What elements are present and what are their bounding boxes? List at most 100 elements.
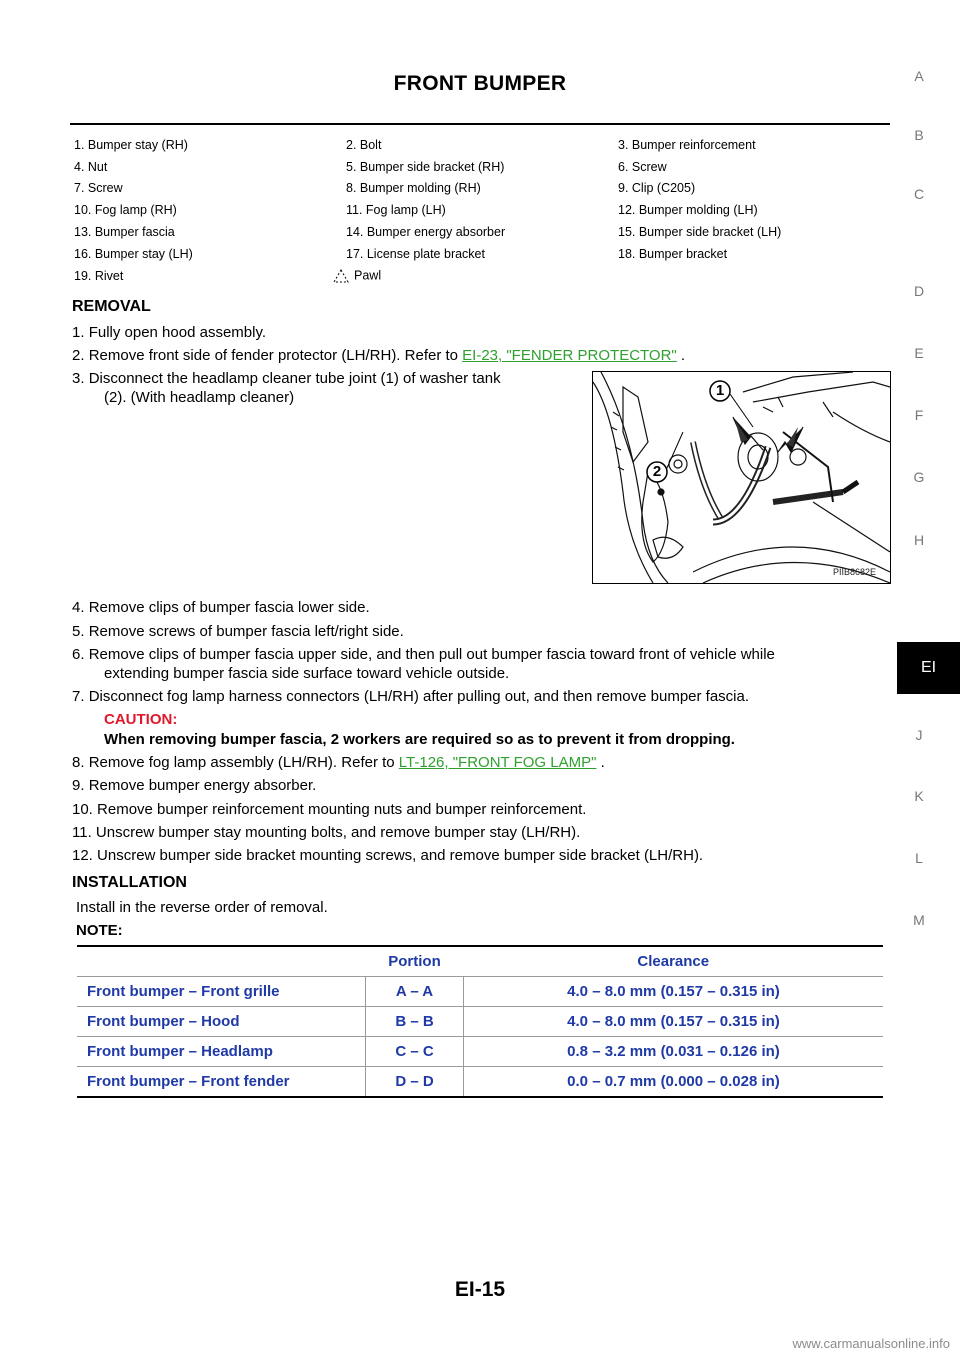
- column-header-portion: Portion: [365, 945, 464, 977]
- step-text: Remove screws of bumper fascia left/righ…: [88, 623, 404, 640]
- removal-step-12: 12. Unscrew bumper side bracket mounting…: [72, 846, 703, 866]
- table-cell: Front bumper – Front grille: [77, 976, 366, 1007]
- installation-heading: INSTALLATION: [72, 874, 187, 891]
- installation-text: Install in the reverse order of removal.: [76, 899, 328, 916]
- side-index-a[interactable]: A: [914, 68, 924, 84]
- side-index-h[interactable]: H: [913, 532, 925, 548]
- side-index-f[interactable]: F: [914, 407, 924, 423]
- table-cell: Front bumper – Headlamp: [77, 1036, 366, 1067]
- column-header-clearance: Clearance: [463, 945, 883, 977]
- legend-row: 16. Bumper stay (LH) 17. License plate b…: [74, 243, 890, 265]
- removal-step-2: 2. Remove front side of fender protector…: [72, 346, 685, 366]
- table-cell: B – B: [365, 1006, 464, 1037]
- side-index-c[interactable]: C: [913, 186, 925, 202]
- side-index-m[interactable]: M: [913, 912, 925, 928]
- side-index-d[interactable]: D: [913, 283, 925, 299]
- side-index-ei-active[interactable]: EI: [897, 642, 960, 694]
- step-number: 8.: [72, 754, 85, 771]
- legend-item: 16. Bumper stay (LH): [74, 246, 193, 261]
- legend-row: 4. Nut 5. Bumper side bracket (RH) 6. Sc…: [74, 156, 890, 178]
- legend-item: 8. Bumper molding (RH): [346, 181, 481, 196]
- callout-1: 1: [715, 382, 725, 399]
- removal-step-11: 11. Unscrew bumper stay mounting bolts, …: [72, 823, 580, 843]
- table-cell: C – C: [365, 1036, 464, 1067]
- step-text: Remove bumper reinforcement mounting nut…: [97, 801, 587, 818]
- front-fog-lamp-link[interactable]: LT-126, "FRONT FOG LAMP": [398, 754, 597, 771]
- legend-item: 15. Bumper side bracket (LH): [618, 225, 782, 240]
- side-index-b[interactable]: B: [914, 127, 924, 143]
- removal-step-3: 3. Disconnect the headlamp cleaner tube …: [72, 369, 501, 389]
- table-row: Front bumper – Front fender D – D 0.0 – …: [77, 1066, 883, 1098]
- step-number: 10.: [72, 801, 93, 818]
- legend-row: 1. Bumper stay (RH) 2. Bolt 3. Bumper re…: [74, 134, 890, 156]
- caution-text: When removing bumper fascia, 2 workers a…: [104, 731, 735, 748]
- step-text: Remove front side of fender protector (L…: [88, 347, 463, 364]
- removal-step-10: 10. Remove bumper reinforcement mounting…: [72, 800, 586, 820]
- removal-step-9: 9. Remove bumper energy absorber.: [72, 776, 316, 796]
- legend-item: 12. Bumper molding (LH): [618, 203, 758, 218]
- legend-item: 1. Bumper stay (RH): [74, 137, 188, 152]
- washer-tank-illustration: [593, 372, 890, 583]
- legend-item: 17. License plate bracket: [346, 246, 485, 261]
- legend-item: 19. Rivet: [74, 268, 124, 283]
- removal-heading: REMOVAL: [72, 298, 151, 315]
- step-number: 11.: [72, 824, 92, 841]
- removal-step-4: 4. Remove clips of bumper fascia lower s…: [72, 598, 370, 618]
- table-cell: D – D: [365, 1066, 464, 1098]
- legend-item: 13. Bumper fascia: [74, 225, 175, 240]
- side-index-e[interactable]: E: [914, 345, 924, 361]
- step-text: Remove fog lamp assembly (LH/RH). Refer …: [88, 754, 399, 771]
- figure-code: PIIB8682E: [832, 567, 876, 577]
- page-number: EI-15: [454, 1278, 506, 1301]
- step-number: 4.: [72, 599, 85, 616]
- pawl-icon: [333, 268, 349, 283]
- legend-row: 7. Screw 8. Bumper molding (RH) 9. Clip …: [74, 178, 890, 200]
- legend-item: 7. Screw: [74, 181, 123, 196]
- step-text: Remove clips of bumper fascia upper side…: [88, 646, 775, 663]
- side-index-g[interactable]: G: [913, 469, 925, 485]
- table-cell: Front bumper – Front fender: [77, 1066, 366, 1098]
- legend-item: 2. Bolt: [346, 137, 382, 152]
- fender-protector-link[interactable]: EI-23, "FENDER PROTECTOR": [462, 347, 677, 364]
- legend-item: 3. Bumper reinforcement: [618, 137, 756, 152]
- column-header: [77, 945, 366, 977]
- side-index-l[interactable]: L: [915, 850, 923, 866]
- washer-tank-figure: 1 2 PIIB8682E: [592, 371, 891, 584]
- step-number: 7.: [72, 688, 85, 705]
- step-text-tail: .: [596, 754, 605, 771]
- legend-item: 6. Screw: [618, 159, 667, 174]
- parts-legend: 1. Bumper stay (RH) 2. Bolt 3. Bumper re…: [74, 134, 890, 287]
- step-number: 5.: [72, 623, 85, 640]
- step-text: Fully open hood assembly.: [88, 324, 267, 341]
- clearance-table: Portion Clearance Front bumper – Front g…: [77, 945, 883, 1098]
- step-number: 6.: [72, 646, 85, 663]
- step-number: 2.: [72, 347, 85, 364]
- step-text: Disconnect fog lamp harness connectors (…: [88, 688, 750, 705]
- legend-item: 14. Bumper energy absorber: [346, 225, 506, 240]
- step-text: Disconnect the headlamp cleaner tube joi…: [88, 370, 501, 387]
- step-number: 9.: [72, 777, 85, 794]
- legend-item: 18. Bumper bracket: [618, 246, 728, 261]
- removal-step-6-cont: extending bumper fascia side surface tow…: [104, 665, 510, 682]
- legend-row: 19. Rivet Pawl: [74, 265, 890, 287]
- step-number: 3.: [72, 370, 85, 387]
- step-text: Unscrew bumper side bracket mounting scr…: [97, 847, 704, 864]
- table-cell: 0.8 – 3.2 mm (0.031 – 0.126 in): [463, 1036, 883, 1067]
- side-index-k[interactable]: K: [914, 788, 924, 804]
- side-index-j[interactable]: J: [915, 727, 923, 743]
- caution-label: CAUTION:: [104, 711, 178, 728]
- table-cell: Front bumper – Hood: [77, 1006, 366, 1037]
- legend-item: 9. Clip (C205): [618, 181, 696, 196]
- legend-pawl-label: Pawl: [354, 267, 382, 282]
- legend-item: 5. Bumper side bracket (RH): [346, 159, 505, 174]
- legend-row: 13. Bumper fascia 14. Bumper energy abso…: [74, 221, 890, 243]
- step-text-tail: .: [676, 347, 686, 364]
- table-cell: A – A: [365, 976, 464, 1007]
- removal-step-3-cont: (2). (With headlamp cleaner): [104, 389, 295, 406]
- table-header-row: Portion Clearance: [77, 945, 883, 977]
- page-title: FRONT BUMPER: [393, 72, 567, 95]
- step-text: Remove bumper energy absorber.: [88, 777, 317, 794]
- legend-item: 4. Nut: [74, 159, 108, 174]
- step-text: Unscrew bumper stay mounting bolts, and …: [95, 824, 581, 841]
- watermark: www.carmanualsonline.info: [792, 1336, 950, 1351]
